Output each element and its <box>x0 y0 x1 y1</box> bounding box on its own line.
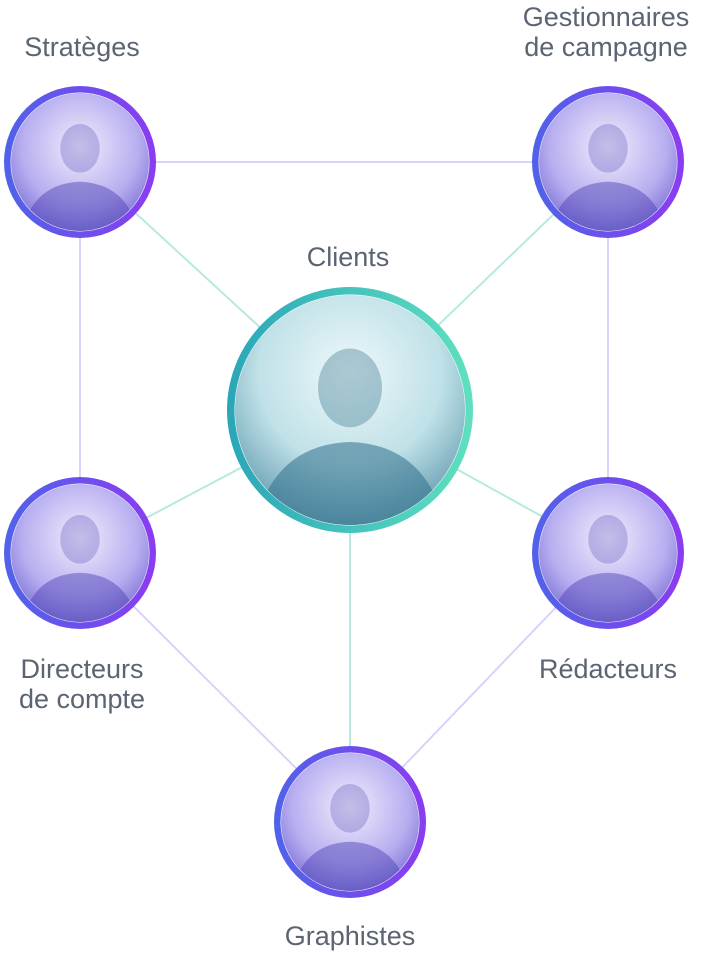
node-strateges: Stratèges <box>4 32 156 238</box>
node-label-strateges: Stratèges <box>24 32 140 62</box>
avatar-photo <box>539 484 677 622</box>
node-clients: Clients <box>227 242 473 533</box>
portrait-head <box>330 784 370 833</box>
portrait-shoulders <box>548 181 668 231</box>
portrait-head <box>60 515 100 564</box>
node-label-line: Stratèges <box>24 32 140 62</box>
node-label-line: de compte <box>19 684 145 714</box>
node-redacteurs: Rédacteurs <box>532 477 684 684</box>
portrait-head <box>60 124 100 173</box>
node-label-redacteurs: Rédacteurs <box>539 654 677 684</box>
node-label-line: Gestionnaires <box>523 2 690 32</box>
node-label-line: de campagne <box>524 32 688 62</box>
portrait-head <box>588 515 628 564</box>
node-label-clients: Clients <box>307 242 390 272</box>
node-label-line: Directeurs <box>20 654 143 684</box>
portrait-shoulders <box>20 181 140 231</box>
avatar-photo <box>11 484 149 622</box>
portrait-head <box>588 124 628 173</box>
avatar-photo <box>11 93 149 231</box>
portrait-head <box>318 348 382 428</box>
portrait-shoulders <box>290 841 410 891</box>
node-label-line: Rédacteurs <box>539 654 677 684</box>
avatar-photo <box>281 753 419 891</box>
node-label-graphistes: Graphistes <box>285 921 416 951</box>
avatar-photo <box>235 295 465 525</box>
node-graphistes: Graphistes <box>274 746 426 951</box>
avatar-photo <box>539 93 677 231</box>
node-label-line: Clients <box>307 242 390 272</box>
node-label-line: Graphistes <box>285 921 416 951</box>
portrait-shoulders <box>20 572 140 622</box>
portrait-shoulders <box>548 572 668 622</box>
portrait-shoulders <box>254 441 446 525</box>
